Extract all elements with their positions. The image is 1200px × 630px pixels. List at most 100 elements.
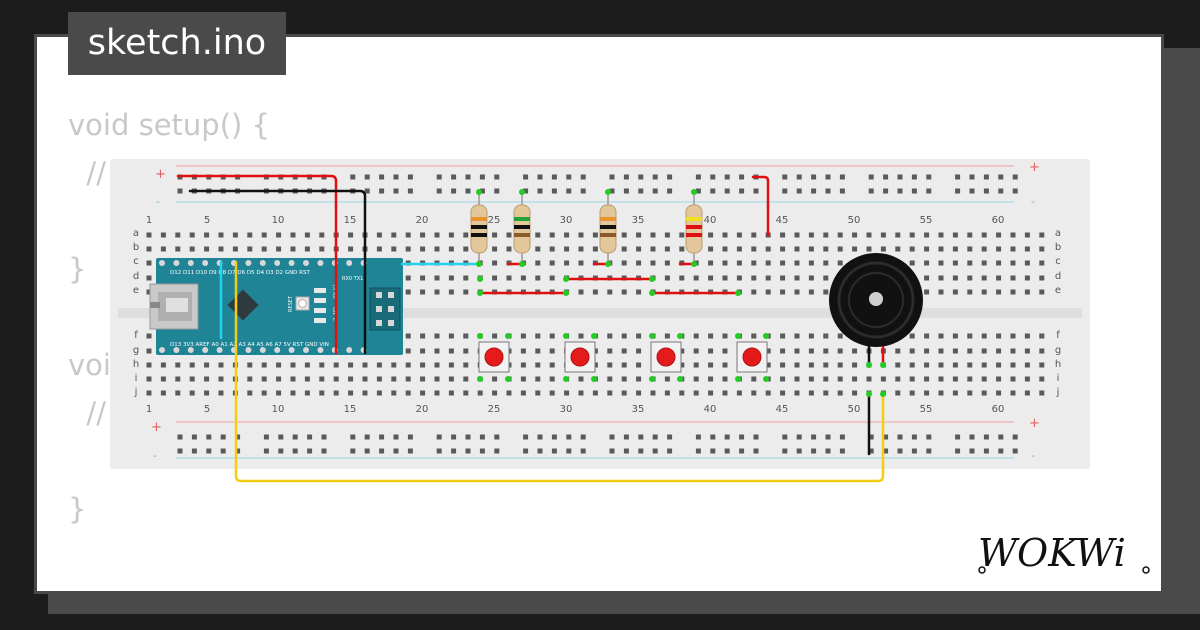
arduino-top-pin-labels: D12 D11 D10 D9 D8 D7 D6 D5 D4 D3 D2 GND … — [170, 270, 310, 276]
rail-hole — [667, 174, 673, 180]
breadboard-hole — [1039, 260, 1045, 266]
breadboard-hole — [492, 246, 498, 252]
breadboard-hole — [866, 246, 872, 252]
connection-point — [677, 333, 683, 339]
resistor-band — [471, 233, 487, 237]
wire-red-5v[interactable] — [176, 174, 338, 355]
column-number: 60 — [992, 215, 1005, 226]
breadboard-hole — [405, 376, 411, 382]
file-tab[interactable]: sketch.ino — [68, 12, 286, 75]
breadboard-hole — [549, 275, 555, 281]
column-number: 55 — [920, 215, 933, 226]
rail-hole — [479, 434, 485, 440]
breadboard-hole — [708, 260, 714, 266]
breadboard-hole — [492, 376, 498, 382]
wire-black-gnd[interactable] — [188, 189, 367, 355]
rail-hole — [796, 448, 802, 454]
rail-minus-sign: - — [153, 449, 157, 462]
rail-hole — [667, 448, 673, 454]
breadboard-hole — [780, 376, 786, 382]
rail-hole — [623, 188, 629, 194]
rail-hole — [883, 174, 889, 180]
rail-hole — [436, 448, 442, 454]
connection-point — [649, 276, 655, 282]
breadboard-hole — [679, 246, 685, 252]
breadboard-hole — [722, 348, 728, 354]
rail-hole — [321, 434, 327, 440]
connection-point — [649, 376, 655, 382]
rail-hole — [379, 434, 385, 440]
connection-point — [476, 261, 482, 267]
breadboard-hole — [348, 232, 354, 238]
breadboard-hole — [362, 376, 368, 382]
rail-hole — [451, 174, 457, 180]
breadboard-hole — [1010, 333, 1016, 339]
breadboard-hole — [290, 232, 296, 238]
breadboard-hole — [952, 246, 958, 252]
breadboard-hole — [621, 376, 627, 382]
resistor-band — [514, 225, 530, 229]
breadboard-hole — [290, 390, 296, 396]
breadboard-hole — [880, 246, 886, 252]
breadboard-hole — [780, 260, 786, 266]
breadboard-hole — [549, 376, 555, 382]
wire-red-rail[interactable] — [751, 175, 770, 237]
rail-hole — [278, 448, 284, 454]
rail-hole — [551, 434, 557, 440]
rail-hole — [911, 174, 917, 180]
breadboard-hole — [650, 260, 656, 266]
arduino-pin — [288, 347, 295, 353]
breadboard-hole — [535, 246, 541, 252]
breadboard-hole — [708, 246, 714, 252]
rail-hole — [710, 174, 716, 180]
wokwi-logo-text: WOKWi — [978, 531, 1126, 575]
arduino-pin — [317, 260, 324, 266]
rail-hole — [465, 174, 471, 180]
breadboard-hole — [880, 376, 886, 382]
wire-yellow-buzzer[interactable] — [234, 260, 885, 483]
rail-hole — [695, 174, 701, 180]
breadboard-hole — [636, 232, 642, 238]
rail-hole — [479, 188, 485, 194]
rail-hole — [983, 448, 989, 454]
rail-hole — [926, 188, 932, 194]
breadboard-hole — [996, 390, 1002, 396]
breadboard-hole — [261, 232, 267, 238]
rail-hole — [307, 448, 313, 454]
rail-minus-sign: - — [1031, 195, 1035, 208]
breadboard-hole — [1024, 260, 1030, 266]
column-number: 1 — [146, 404, 152, 415]
breadboard-hole — [852, 376, 858, 382]
rail-hole — [839, 448, 845, 454]
connection-points — [476, 189, 886, 397]
breadboard-hole — [549, 260, 555, 266]
breadboard-hole — [996, 246, 1002, 252]
breadboard-hole — [794, 376, 800, 382]
breadboard-hole — [909, 376, 915, 382]
breadboard-hole — [722, 246, 728, 252]
breadboard-hole — [823, 232, 829, 238]
breadboard-hole — [823, 348, 829, 354]
breadboard-hole — [463, 275, 469, 281]
rail-hole — [292, 434, 298, 440]
rail-hole — [364, 448, 370, 454]
column-number: 30 — [560, 404, 573, 415]
arduino-bottom-pin-labels: D13 3V3 AREF A0 A1 A2 A3 A4 A5 A6 A7 5V … — [170, 342, 329, 348]
breadboard-hole — [996, 275, 1002, 281]
resistor-band — [686, 233, 702, 237]
breadboard-hole — [693, 390, 699, 396]
connection-point — [505, 376, 511, 382]
rail-hole — [710, 188, 716, 194]
buzzer-icon[interactable] — [829, 253, 923, 366]
rail-hole — [465, 448, 471, 454]
rail-hole — [724, 174, 730, 180]
breadboard-hole — [679, 348, 685, 354]
resistor-band — [600, 225, 616, 229]
rail-hole — [796, 434, 802, 440]
rail-hole — [206, 434, 212, 440]
breadboard-hole — [751, 232, 757, 238]
on-label: ON — [331, 307, 337, 315]
column-number: 15 — [344, 215, 357, 226]
breadboard-hole — [981, 333, 987, 339]
breadboard-hole — [765, 275, 771, 281]
